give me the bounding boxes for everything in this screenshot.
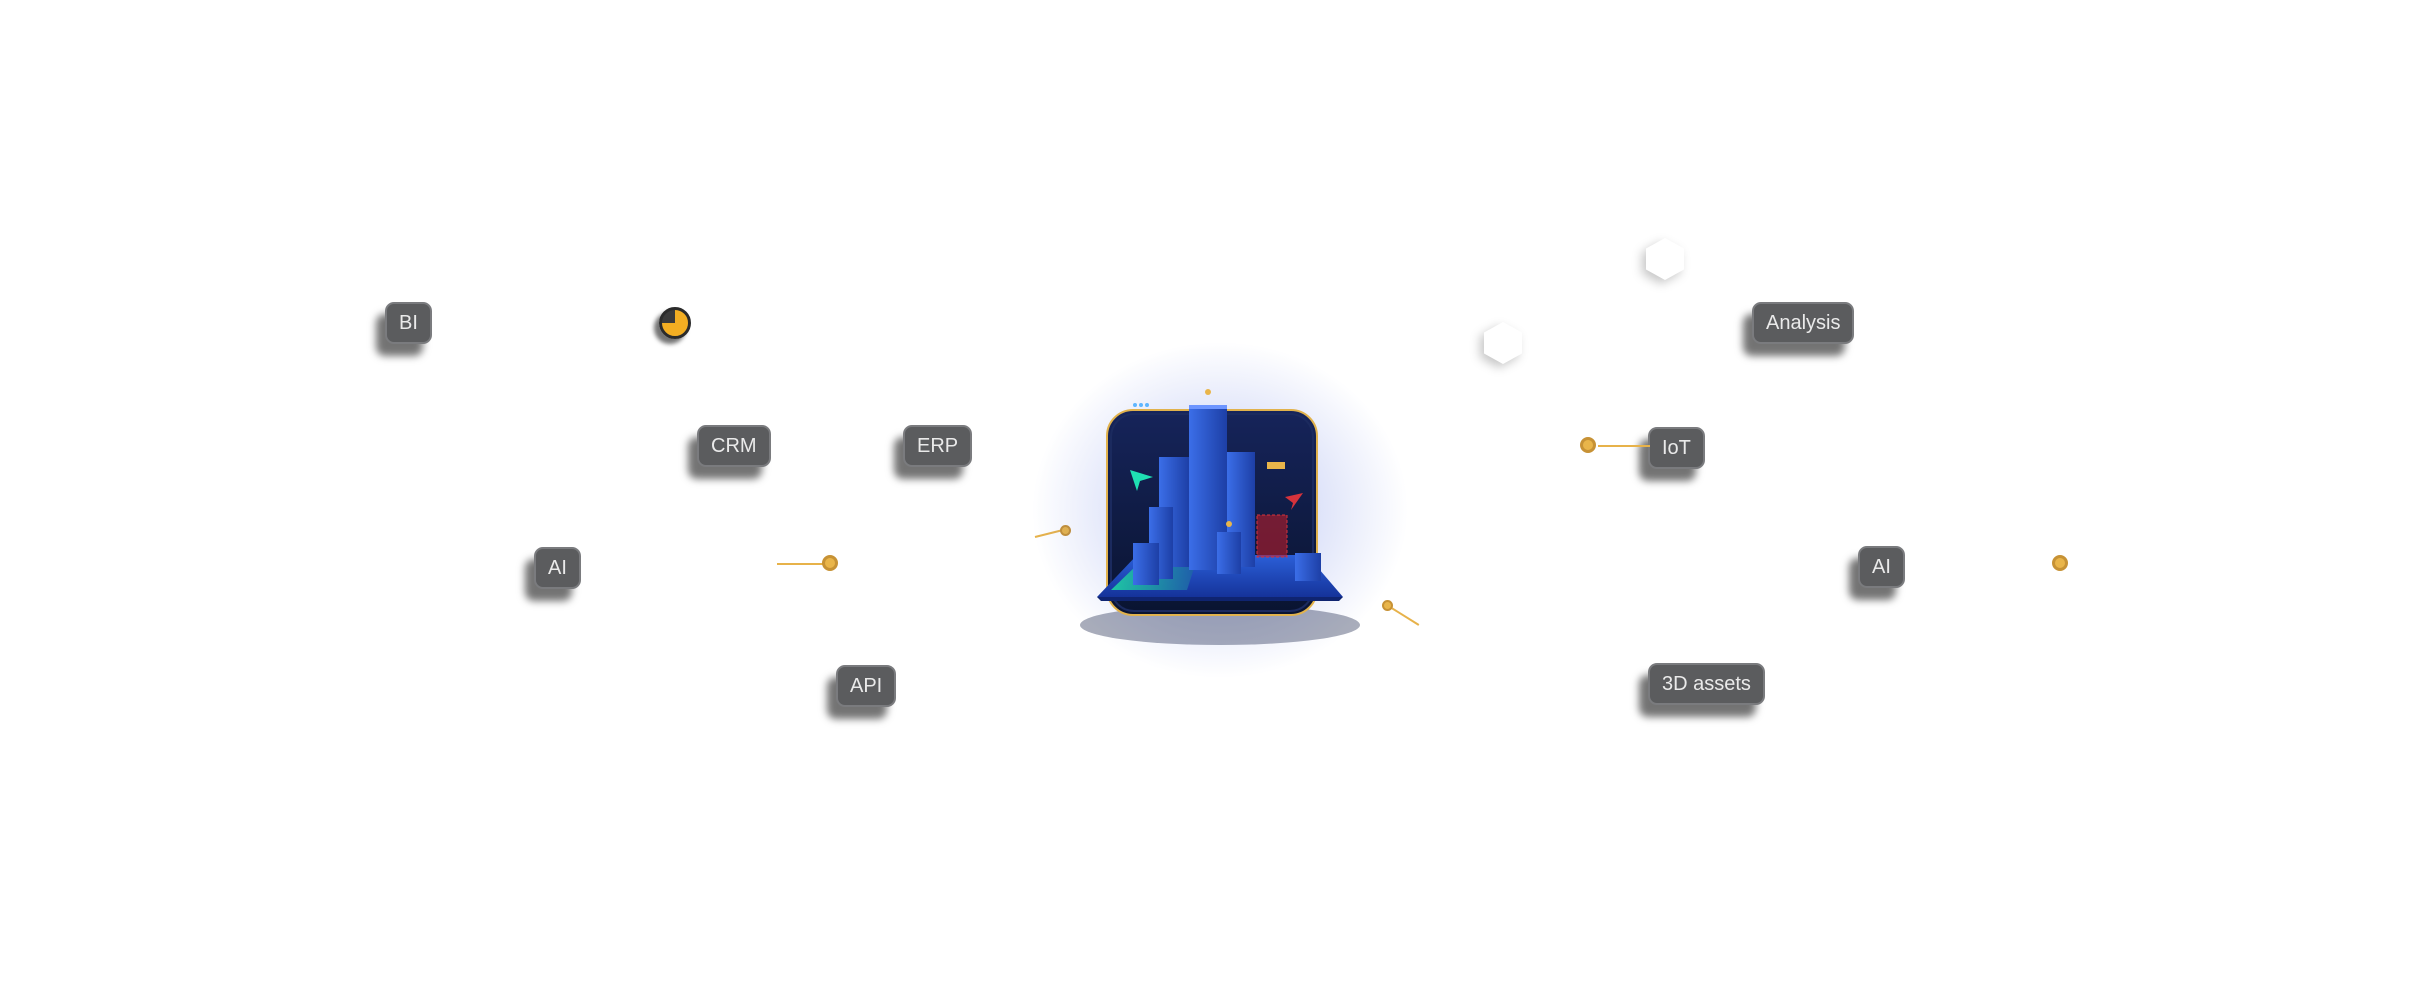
city-dashboard-icon	[1080, 389, 1360, 645]
connector-dot	[2052, 555, 2068, 571]
pie-chart-icon	[659, 307, 691, 339]
connector-dot	[822, 555, 838, 571]
tag-bi: BI	[385, 302, 432, 344]
tag-iot: IoT	[1648, 427, 1705, 469]
tag-ai-right: AI	[1858, 546, 1905, 588]
tag-api: API	[836, 665, 897, 707]
tag-3d-assets: 3D assets	[1648, 663, 1765, 705]
connector-dot	[1580, 437, 1596, 453]
hexagon-icon	[1484, 322, 1522, 364]
tag-ai-left: AI	[534, 547, 581, 589]
connector-dot	[1060, 525, 1071, 536]
tag-erp: ERP	[903, 425, 973, 467]
hexagon-icon	[1646, 238, 1684, 280]
tag-analysis: Analysis	[1752, 302, 1855, 344]
tag-crm: CRM	[697, 425, 771, 467]
connector-line	[1598, 445, 1650, 447]
connector-dot	[1382, 600, 1393, 611]
connector-line	[777, 563, 827, 565]
connector-line	[1389, 606, 1420, 626]
